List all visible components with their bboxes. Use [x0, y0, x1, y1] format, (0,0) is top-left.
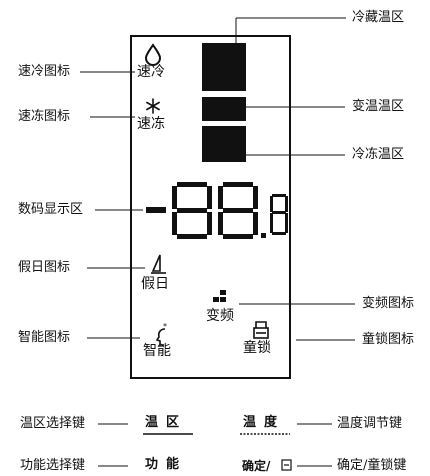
- callout-fridge-zone: 冷藏温区: [352, 10, 405, 25]
- smart-text: 智能: [143, 343, 171, 359]
- minus-segment: [146, 207, 166, 213]
- callout-holiday: 假日图标: [18, 260, 71, 275]
- droplet-icon: [144, 43, 162, 66]
- callout-freezer-zone: 冷冻温区: [352, 147, 405, 162]
- callout-quick-freeze: 速冻图标: [18, 109, 71, 124]
- callout-quick-cool: 速冷图标: [18, 64, 71, 79]
- lock-text: 童锁: [243, 340, 271, 356]
- holiday-text: 假日: [141, 276, 169, 292]
- blocks-icon: [213, 290, 226, 302]
- sailboat-icon: [151, 254, 166, 274]
- callout-variable-zone: 变温温区: [352, 99, 405, 114]
- callout-function-select-key: 功能选择键: [20, 458, 86, 473]
- zone-select-key[interactable]: 温区: [145, 415, 188, 430]
- callout-smart: 智能图标: [18, 330, 71, 345]
- lcd-frame: [130, 35, 291, 379]
- confirm-lock-key[interactable]: 确定/: [242, 459, 271, 473]
- callout-confirm-lock-key: 确定/童锁键: [337, 458, 407, 473]
- digit-1: [172, 182, 212, 239]
- freezer-zone-bar: [202, 126, 246, 162]
- lock-icon: [253, 321, 269, 339]
- svg-text:*: *: [163, 322, 167, 331]
- fridge-zone-bar: [202, 43, 246, 91]
- quick-freeze-text: 速冻: [137, 116, 165, 132]
- function-select-key[interactable]: 功能: [145, 457, 188, 472]
- callout-digit-display: 数码显示区: [18, 202, 84, 217]
- confirm-key-lock-icon: [281, 459, 292, 471]
- digit-3: [270, 194, 288, 235]
- digit-2: [218, 182, 258, 239]
- quick-cool-text: 速冷: [137, 64, 165, 80]
- head-icon: *: [155, 322, 167, 346]
- variable-zone-bar: [202, 97, 246, 121]
- temp-adjust-key[interactable]: 温度: [243, 415, 286, 430]
- callout-temp-adjust-key: 温度调节键: [337, 416, 403, 431]
- callout-zone-select-key: 温区选择键: [20, 416, 86, 431]
- callout-child-lock: 童锁图标: [362, 332, 415, 347]
- snowflake-icon: [146, 98, 160, 114]
- callout-inverter: 变频图标: [362, 296, 415, 311]
- decimal-point: [261, 233, 266, 238]
- seven-segment-display: [146, 182, 288, 239]
- inverter-text: 变频: [206, 308, 234, 324]
